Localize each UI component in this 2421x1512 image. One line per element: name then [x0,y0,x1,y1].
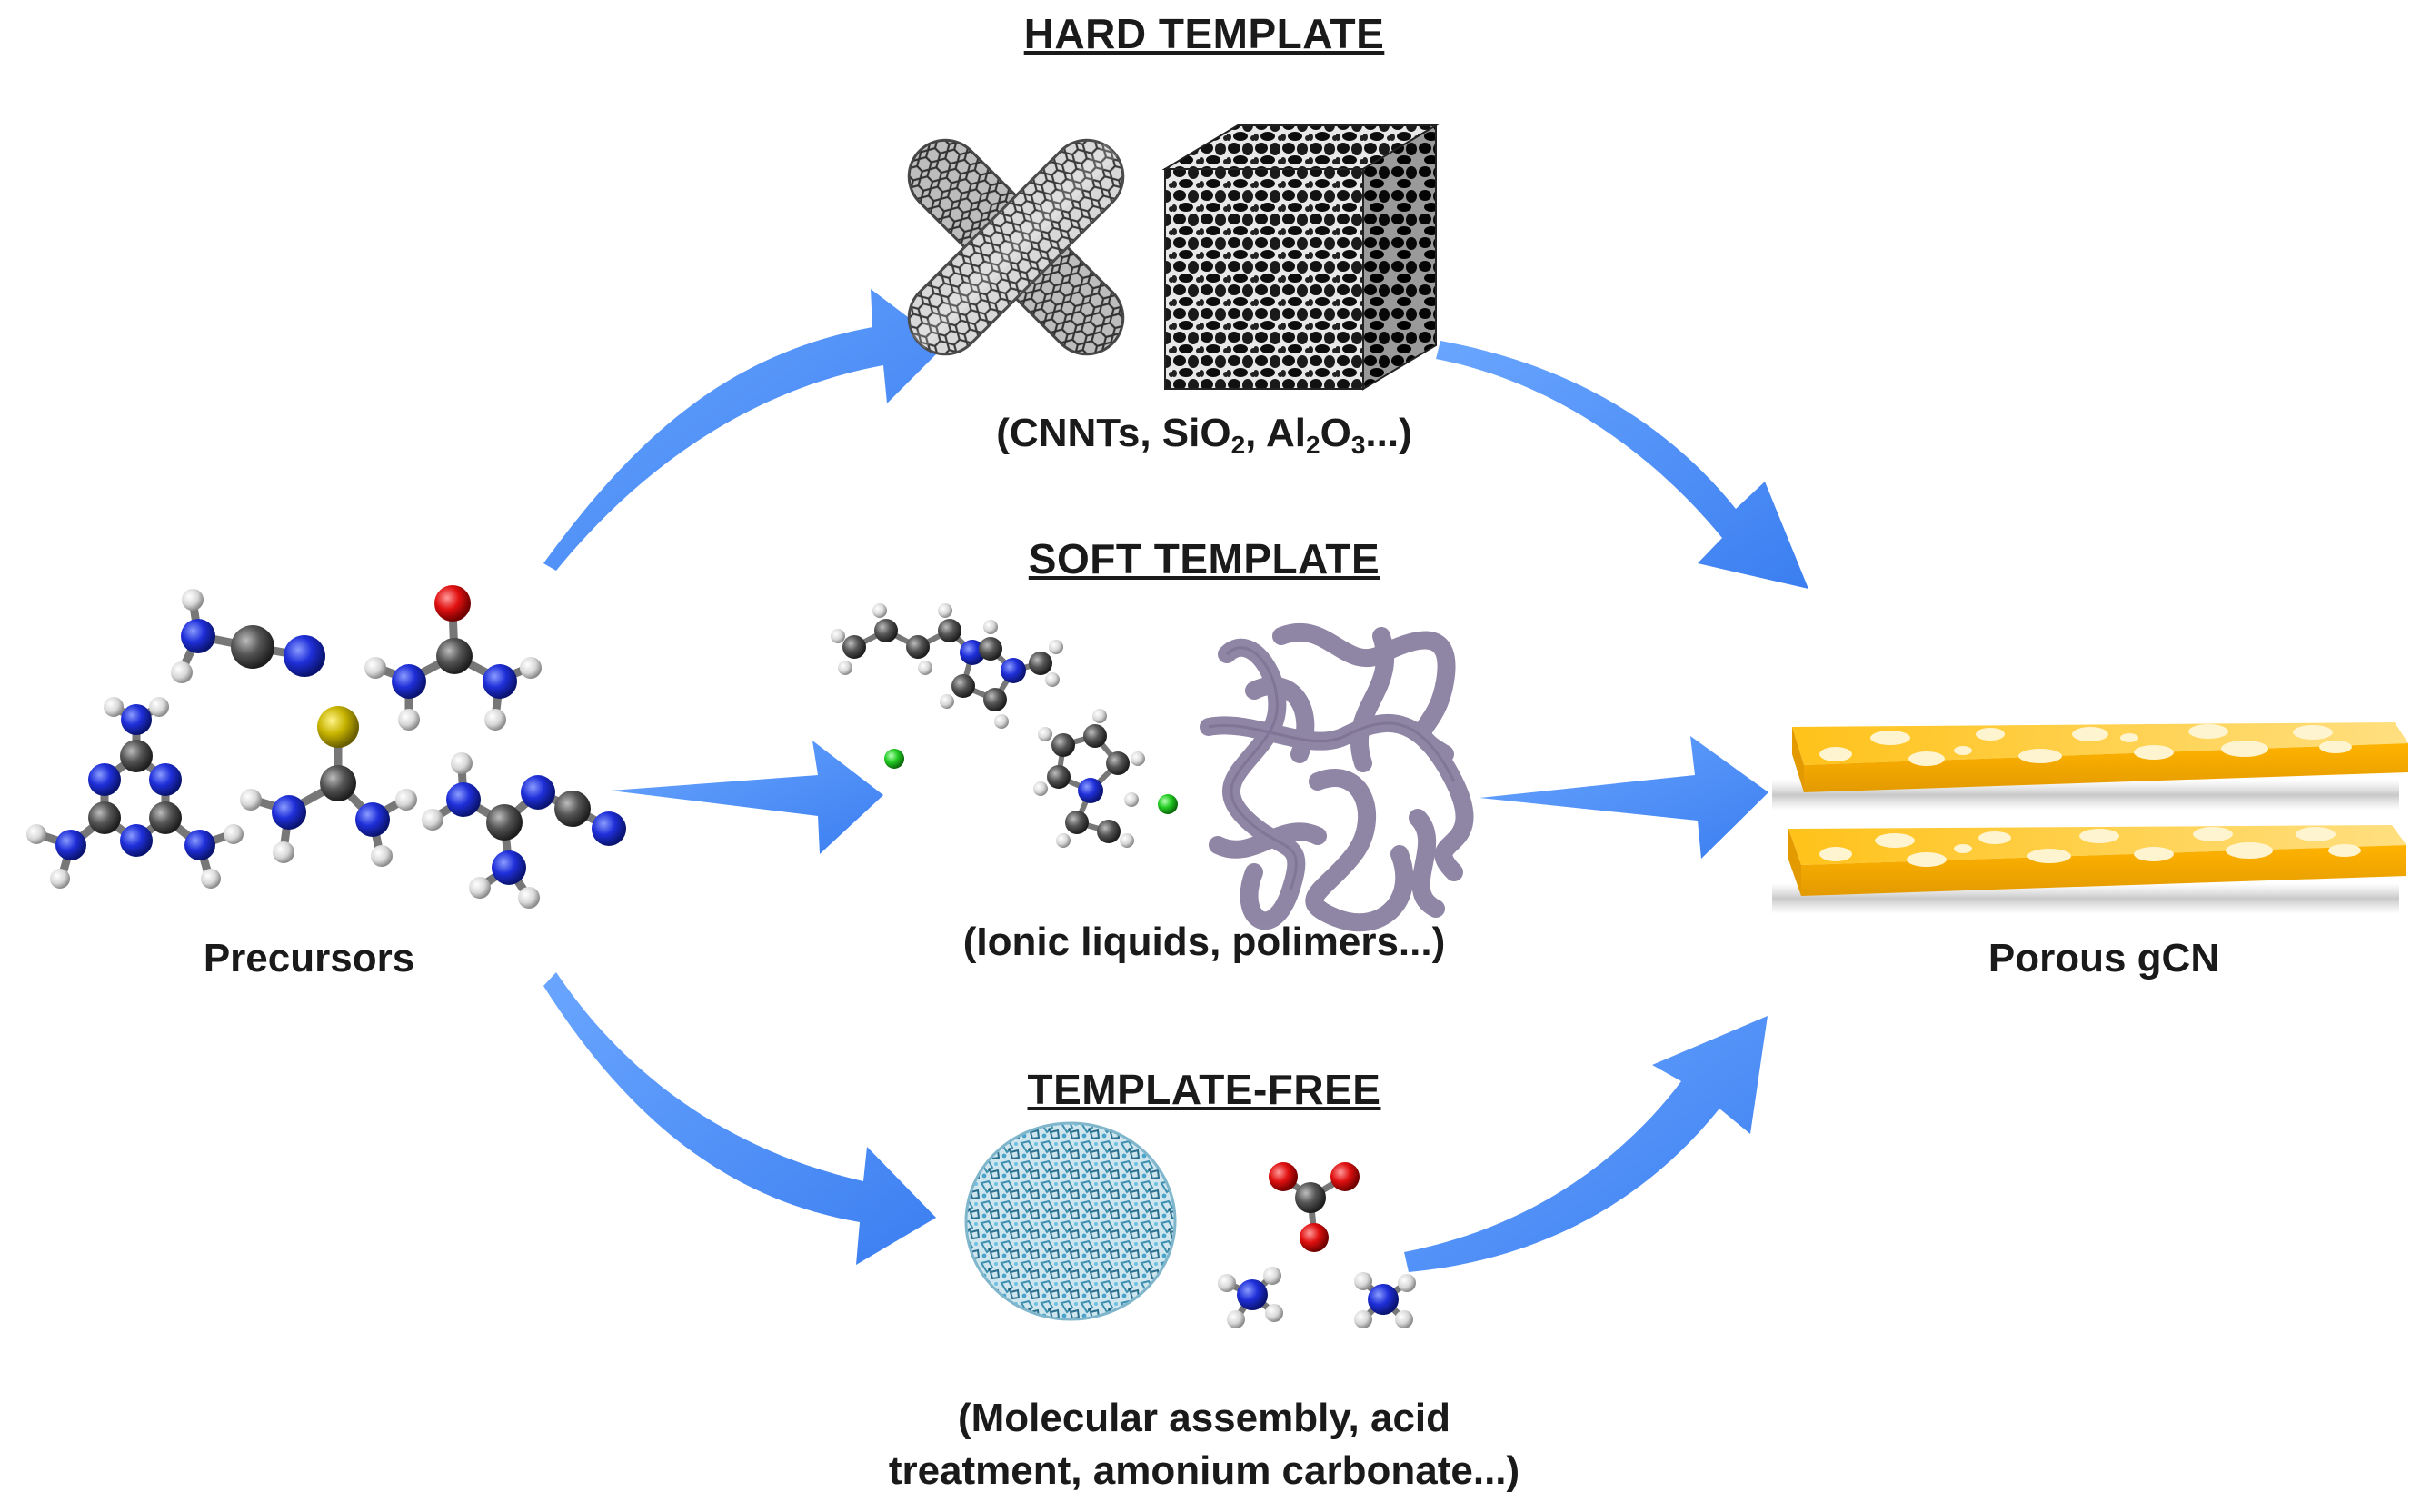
template-free-caption-line1: (Molecular assembly, acid [957,1396,1451,1440]
precursors-label: Precursors [203,936,415,980]
hard-template-caption: (CNNTs, SiO2, Al2O3...) [996,411,1412,459]
hard-template-heading: HARD TEMPLATE [1023,10,1385,57]
arrow-hard-to-product [1436,341,1808,589]
precursor-molecules-icon [26,585,626,909]
template-free-caption-line2: treatment, amonium carbonate...) [888,1448,1520,1493]
template-free-caption: (Molecular assembly, acid treatment, amo… [818,1392,1590,1497]
arrow-to-soft-template [611,741,883,854]
polymer-network-icon [1200,622,1474,932]
arrow-free-to-product [1404,1016,1768,1272]
arrow-to-template-free [543,972,936,1265]
carbon-nanotubes-icon [907,138,1125,356]
arrows [543,289,1808,1272]
molecular-assembly-icon [964,1121,1177,1321]
porous-silica-cube-icon [1161,124,1440,391]
arrow-soft-to-product [1480,736,1768,859]
porous-gcn-label: Porous gCN [1988,936,2220,980]
template-free-heading: TEMPLATE-FREE [1027,1066,1381,1113]
ammonium-carbonate-icon [1218,1162,1416,1328]
soft-template-caption: (Ionic liquids, polimers...) [962,920,1446,964]
soft-template-heading: SOFT TEMPLATE [1028,535,1380,582]
arrow-to-hard-template [543,289,945,571]
ionic-liquid-molecule-icon [831,603,1178,848]
porous-sheets-icon [1772,722,2408,914]
